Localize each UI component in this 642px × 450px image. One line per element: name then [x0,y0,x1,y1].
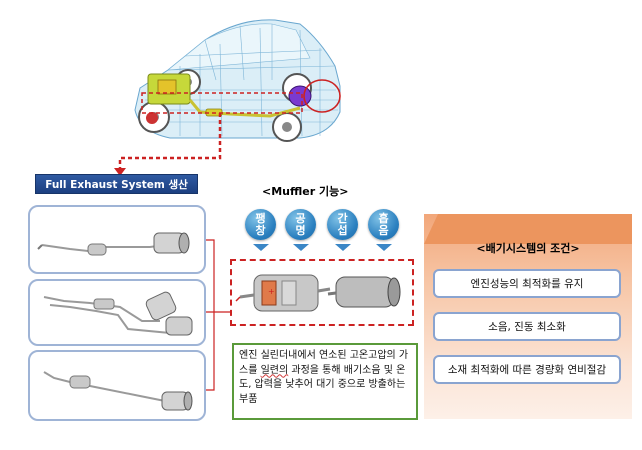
exhaust-variant-1-image [37,232,190,256]
function-arrow-3-icon [335,244,351,251]
exhaust-conditions-title: <배기시스템의 조건> [476,242,580,255]
svg-text:+: + [268,287,275,296]
condition-lightweight-efficiency: 소재 최적화에 따른 경량화 연비절감 [433,355,621,384]
full-exhaust-system-title: Full Exhaust System 생산 [35,174,198,194]
function-arrow-4-icon [376,244,392,251]
function-arrow-1-icon [253,244,269,251]
muffler-description-box: 엔진 실린더내에서 연소된 고온고압의 가스를 일련의 과정을 통해 배기소음 … [232,343,418,420]
exhaust-variant-2-image [43,291,193,336]
exhaust-variant-1-box [28,205,206,274]
muffler-functions-title: <Muffler 기능> [262,185,349,198]
condition-noise-vibration: 소음, 진동 최소화 [433,312,621,341]
conditions-panel-cap [424,214,632,244]
condition-engine-performance: 엔진성능의 최적화를 유지 [433,269,621,298]
muffler-cutaway-image: + [235,274,401,312]
muffler-images-box: + [230,259,414,326]
exhaust-variant-3-image [43,371,193,411]
exhaust-variant-3-box [28,350,206,421]
function-arrow-2-icon [293,244,309,251]
exhaust-variant-2-box [28,279,206,346]
